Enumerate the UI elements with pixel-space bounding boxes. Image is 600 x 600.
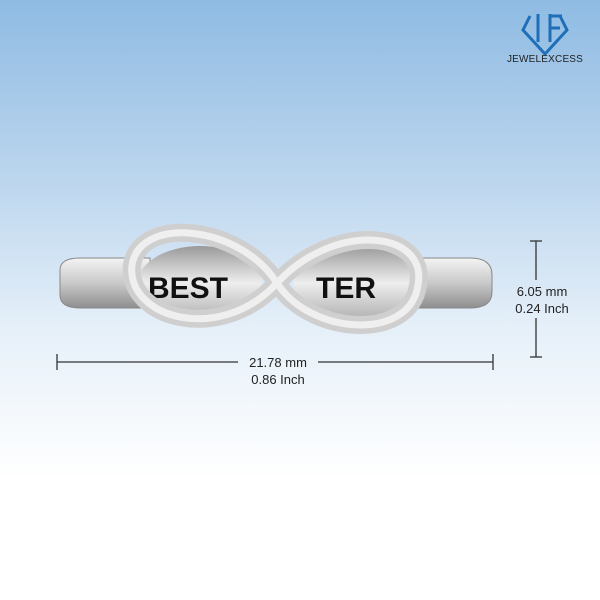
engraving-right: TER [316, 272, 376, 305]
width-mm: 21.78 mm [249, 355, 307, 370]
height-inch: 0.24 Inch [515, 301, 569, 316]
brand-name: JEWELEXCESS [506, 54, 584, 65]
engraving-left: BEST [148, 272, 228, 305]
height-label: 6.05 mm 0.24 Inch [500, 283, 584, 317]
brand-logo-icon [521, 14, 569, 56]
height-mm: 6.05 mm [516, 284, 568, 299]
width-inch: 0.86 Inch [251, 372, 305, 387]
width-label: 21.78 mm 0.86 Inch [228, 354, 328, 388]
